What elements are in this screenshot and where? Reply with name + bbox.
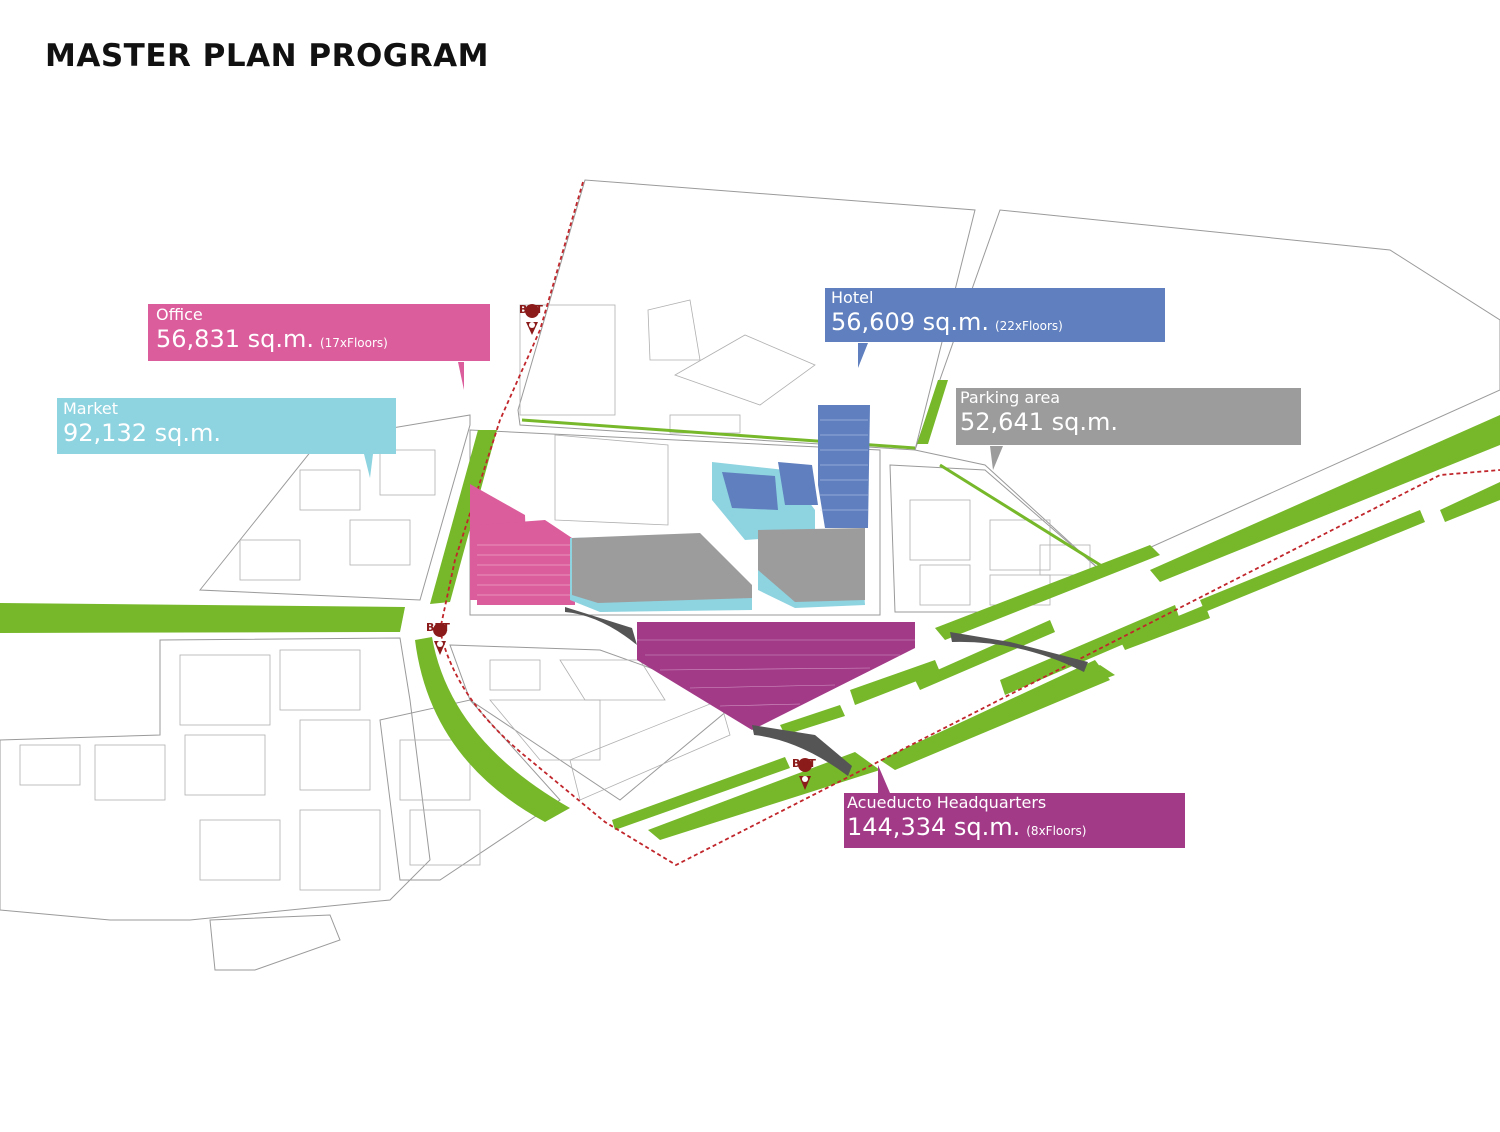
parking-area: 52,641 sq.m. xyxy=(960,408,1118,436)
headquarters-building xyxy=(637,622,915,730)
hotel-building xyxy=(722,405,870,528)
page-title: MASTER PLAN PROGRAM xyxy=(45,38,489,74)
brt-pin-west xyxy=(433,623,448,655)
office-floors: (17xFloors) xyxy=(319,336,388,350)
market-callout: Market 92,132 sq.m. xyxy=(57,398,396,454)
hotel-label: Hotel xyxy=(831,288,874,307)
context-buildings xyxy=(19,299,1091,891)
hotel-area: 56,609 sq.m. xyxy=(831,308,989,336)
brt-label-south: BRT xyxy=(792,757,816,770)
brt-pin-north xyxy=(525,304,540,335)
hotel-floors: (22xFloors) xyxy=(994,319,1063,333)
brt-label-north: BRT xyxy=(519,303,543,316)
brt-label-west: BRT xyxy=(426,621,450,634)
market-label: Market xyxy=(63,399,118,418)
parking-building xyxy=(572,528,865,603)
headquarters-label: Acueducto Headquarters xyxy=(847,793,1047,812)
parking-label: Parking area xyxy=(960,388,1061,407)
pedestrian-bridges xyxy=(565,607,1088,776)
headquarters-callout: Acueducto Headquarters 144,334 sq.m. (8xF… xyxy=(844,793,1185,848)
office-callout: Office 56,831 sq.m. (17xFloors) xyxy=(148,304,490,361)
green-corridors xyxy=(0,380,1500,840)
market-area: 92,132 sq.m. xyxy=(63,419,221,447)
office-label: Office xyxy=(156,305,203,324)
parking-callout: Parking area 52,641 sq.m. xyxy=(956,388,1301,445)
hotel-callout: Hotel 56,609 sq.m. (22xFloors) xyxy=(825,288,1165,342)
office-building xyxy=(470,484,575,605)
headquarters-area: 144,334 sq.m. xyxy=(847,813,1021,841)
headquarters-floors: (8xFloors) xyxy=(1026,824,1087,838)
office-area: 56,831 sq.m. xyxy=(156,325,314,353)
brt-pin-south xyxy=(798,758,813,790)
callout-pointers xyxy=(364,343,1003,793)
